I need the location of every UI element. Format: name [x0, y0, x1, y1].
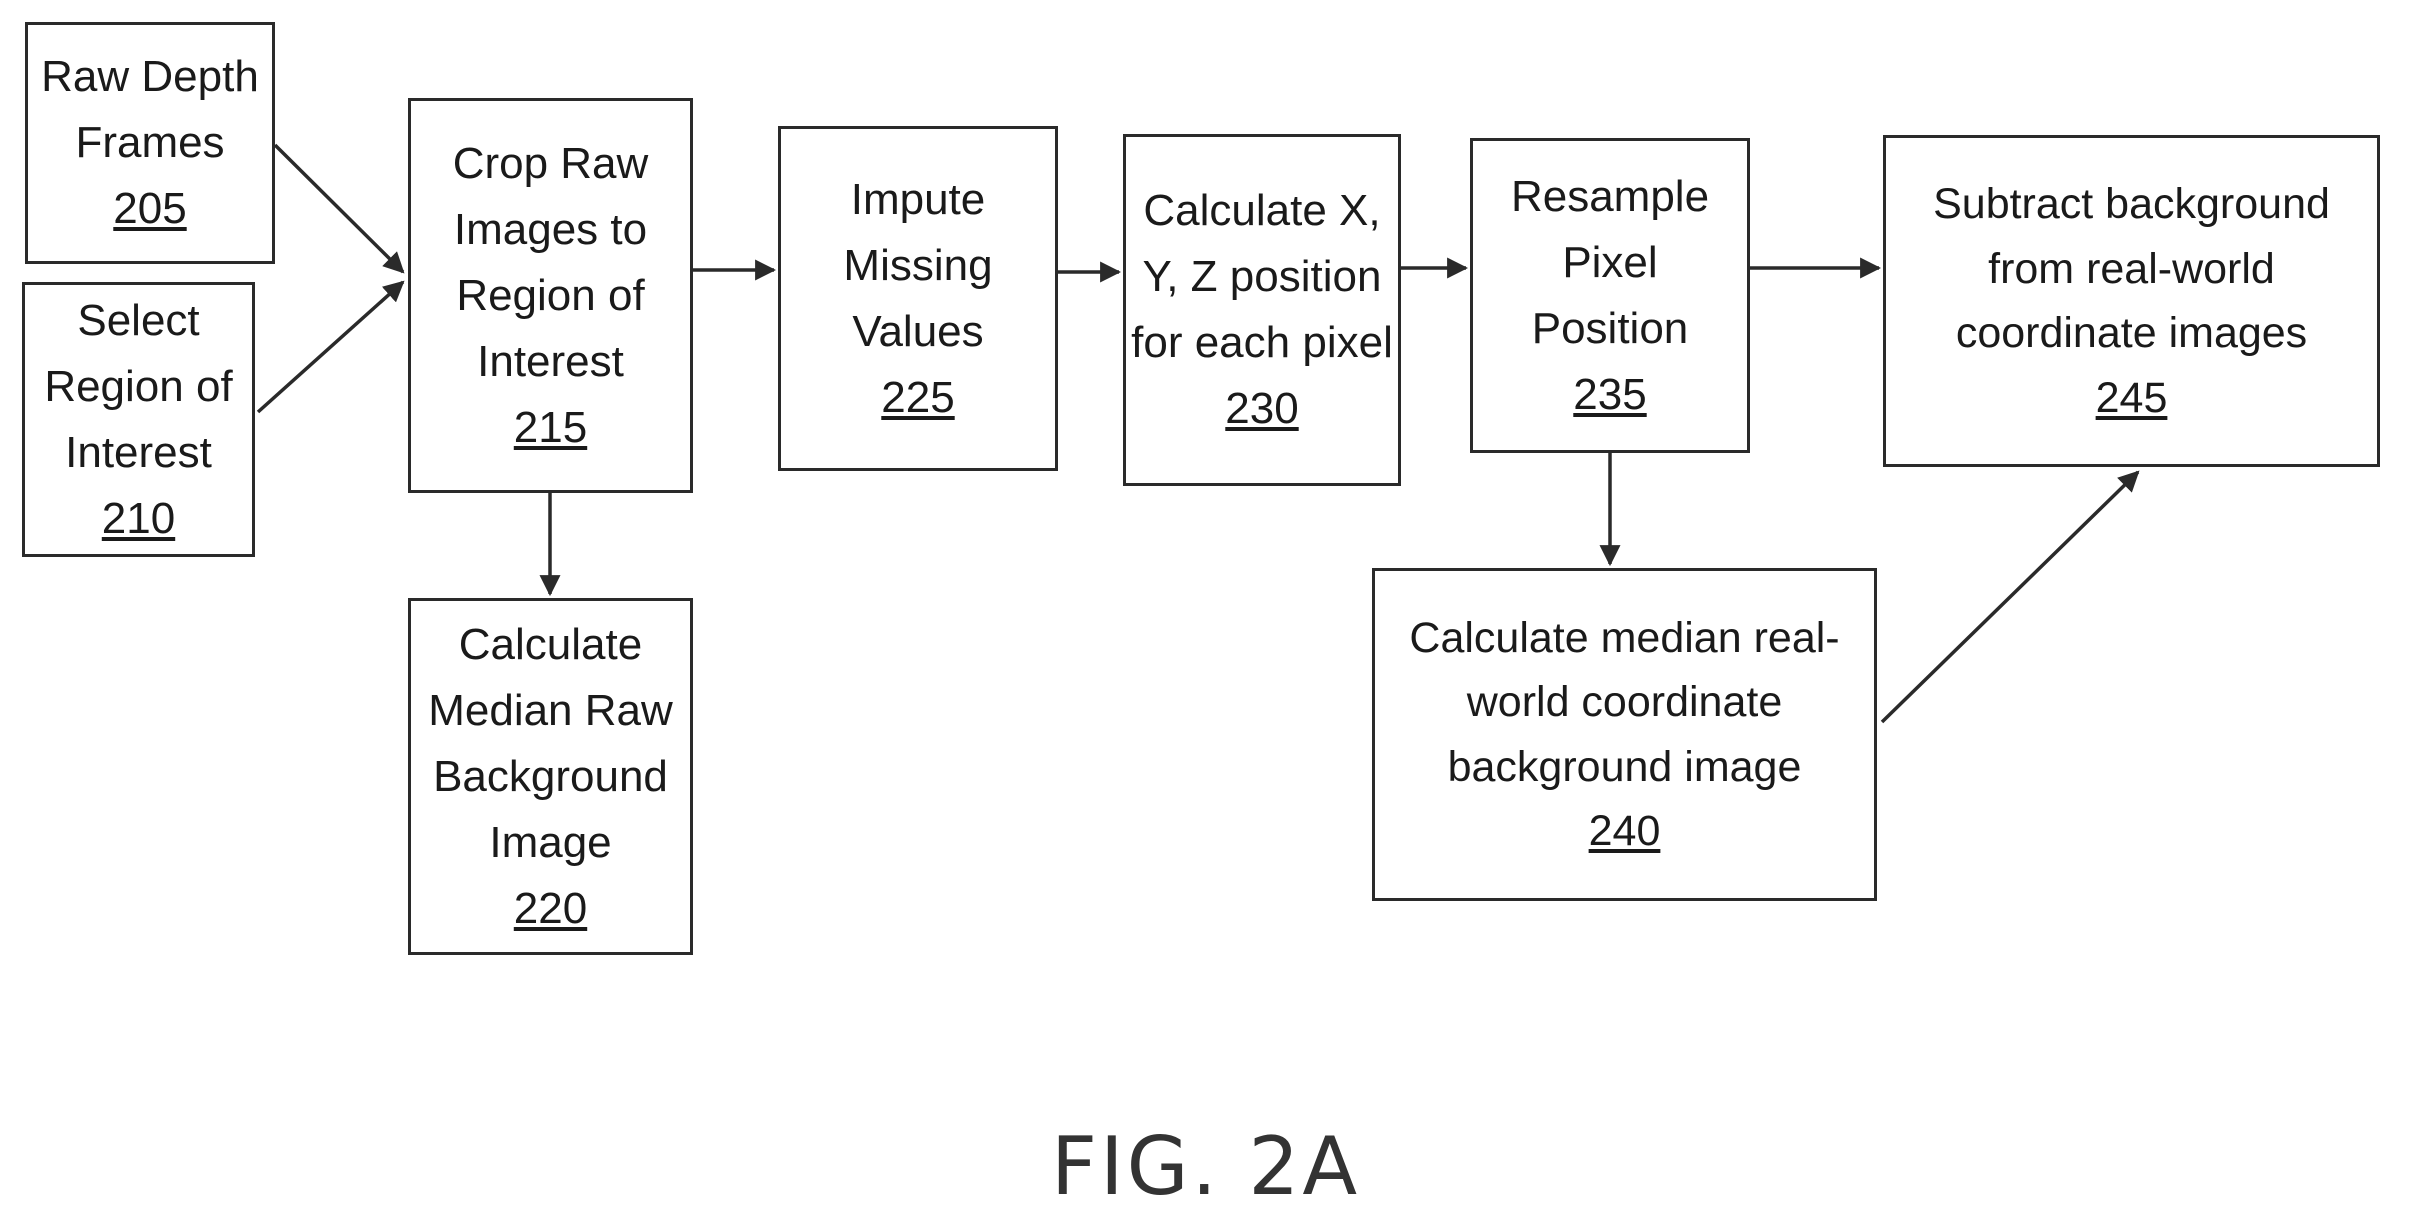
box-ref-number: 205 [113, 176, 186, 242]
arrow-210-to-215 [258, 282, 403, 412]
box-median-real-world-background: Calculate median real- world coordinate … [1372, 568, 1877, 901]
box-text-line: Median Raw [428, 678, 673, 744]
box-impute-missing-values: Impute Missing Values 225 [778, 126, 1058, 471]
box-text-line: Position [1532, 296, 1689, 362]
box-text-line: background image [1448, 735, 1802, 800]
box-ref-number: 215 [514, 395, 587, 461]
box-ref-number: 240 [1589, 799, 1661, 864]
box-text-line: Crop Raw [453, 131, 649, 197]
arrow-240-to-245 [1882, 472, 2138, 722]
arrow-205-to-215 [275, 145, 403, 272]
box-text-line: Select [77, 288, 199, 354]
box-text-line: for each pixel [1131, 310, 1393, 376]
box-text-line: Background [433, 744, 668, 810]
box-text-line: Y, Z position [1143, 244, 1382, 310]
box-text-line: from real-world [1988, 237, 2275, 302]
box-text-line: Region of [456, 263, 644, 329]
box-text-line: Calculate X, [1143, 178, 1380, 244]
box-select-region-of-interest: Select Region of Interest 210 [22, 282, 255, 557]
box-subtract-background: Subtract background from real-world coor… [1883, 135, 2380, 467]
box-text-line: Image [489, 810, 611, 876]
box-text-line: Interest [477, 329, 624, 395]
box-ref-number: 225 [881, 365, 954, 431]
box-text-line: world coordinate [1467, 670, 1783, 735]
box-text-line: Images to [454, 197, 647, 263]
box-text-line: coordinate images [1956, 301, 2307, 366]
box-ref-number: 210 [102, 486, 175, 552]
box-text-line: Missing [843, 233, 992, 299]
box-text-line: Impute [851, 167, 986, 233]
box-ref-number: 220 [514, 876, 587, 942]
box-text-line: Values [852, 299, 983, 365]
box-text-line: Resample [1511, 164, 1709, 230]
box-median-raw-background: Calculate Median Raw Background Image 22… [408, 598, 693, 955]
box-ref-number: 235 [1573, 362, 1646, 428]
box-calculate-xyz-position: Calculate X, Y, Z position for each pixe… [1123, 134, 1401, 486]
box-text-line: Interest [65, 420, 212, 486]
box-ref-number: 245 [2096, 366, 2168, 431]
box-raw-depth-frames: Raw Depth Frames 205 [25, 22, 275, 264]
box-text-line: Calculate median real- [1409, 606, 1839, 671]
box-text-line: Frames [75, 110, 224, 176]
figure-label: FIG. 2A [0, 1120, 2411, 1213]
box-text-line: Calculate [459, 612, 642, 678]
box-crop-raw-images: Crop Raw Images to Region of Interest 21… [408, 98, 693, 493]
box-text-line: Raw Depth [41, 44, 259, 110]
box-ref-number: 230 [1225, 376, 1298, 442]
box-text-line: Pixel [1562, 230, 1657, 296]
box-text-line: Region of [44, 354, 232, 420]
box-resample-pixel-position: Resample Pixel Position 235 [1470, 138, 1750, 453]
box-text-line: Subtract background [1933, 172, 2330, 237]
